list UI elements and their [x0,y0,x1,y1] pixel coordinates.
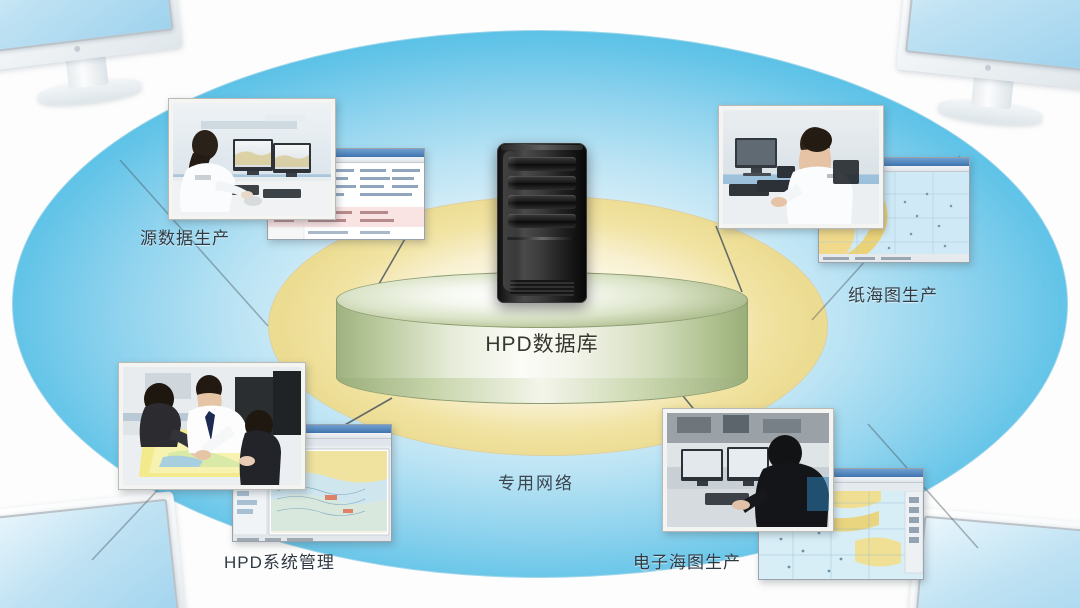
server-drive-bay [508,157,576,171]
link-monitor-tl [119,159,269,327]
photo-scene-operator-workstation [723,110,879,224]
app-titlebar [759,469,923,477]
server-drive-bay [508,176,576,190]
hpd-database-label: HPD数据库 [485,333,599,356]
app-menubar [819,166,969,172]
node-label-enc-production: 电子海图生产 [633,553,741,572]
server-drive-bay [508,214,576,228]
node-label-paper-chart-production: 纸海图生产 [848,286,938,305]
photo-scene-team-reviewing-paper-chart [123,367,301,485]
source-data-photo [168,98,336,220]
hpd-management-app-window [232,424,392,542]
app-map-editor-view [233,439,391,541]
server-seam [507,237,577,240]
server-drive-bay [508,195,576,209]
server-tower-icon [497,143,587,303]
photo-image [123,367,301,485]
app-content [233,439,391,541]
node-label-source-data-production: 源数据生产 [140,229,230,248]
photo-scene-operator-dual-monitors [173,103,331,215]
app-titlebar [819,158,969,166]
app-titlebar [268,149,424,157]
photo-image [667,413,829,527]
app-titlebar [233,425,391,433]
photo-image [173,103,331,215]
hpd-management-photo [118,362,306,490]
paper-chart-photo [718,105,884,229]
node-label-hpd-system-management: HPD系统管理 [224,553,335,572]
server-vent-grille [510,280,574,296]
server-highlight [503,151,517,291]
enc-photo [662,408,834,532]
photo-scene-enc-operator [667,413,829,527]
private-network-label: 专用网络 [498,474,574,493]
photo-image [723,110,879,224]
link-paper-chart [715,225,743,293]
app-menubar [268,157,424,163]
app-menubar [233,433,391,439]
app-menubar [759,477,923,483]
server-top-edge [501,145,583,150]
